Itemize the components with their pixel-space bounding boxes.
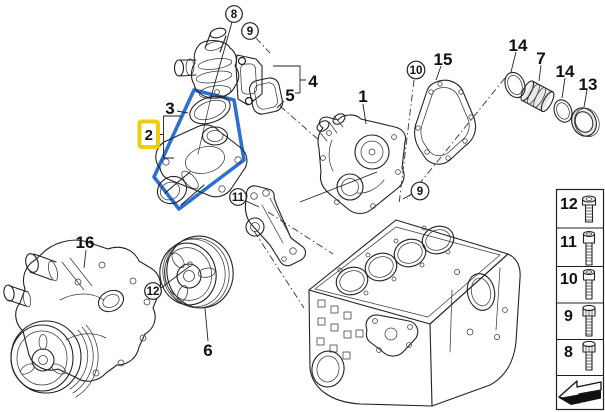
back-arrow-button[interactable] [558, 380, 602, 405]
svg-text:8[interactable]: 8 [231, 9, 238, 21]
svg-text:11[interactable]: 11 [560, 234, 577, 251]
sidebar-row-9[interactable]: 9 [564, 304, 596, 337]
callout-label-5[interactable]: 5 [285, 86, 294, 105]
callout-label-15[interactable]: 15 [434, 50, 453, 69]
callout-circle-9b[interactable]: 9 [410, 181, 430, 201]
cover-gasket-drawing [248, 77, 284, 115]
svg-text:9[interactable]: 9 [564, 308, 573, 325]
bolt-ribbed-head-icon [582, 340, 596, 371]
callout-label-3[interactable]: 3 [165, 99, 174, 118]
callout-circle-8[interactable]: 8 [225, 5, 243, 23]
svg-text:12[interactable]: 12 [560, 196, 578, 213]
bolt-socket-head-icon [582, 230, 596, 266]
callout-circle-10[interactable]: 10 [406, 60, 426, 80]
thermostat-housing-drawing [155, 21, 248, 206]
part-2-highlight-box[interactable]: 2 [137, 119, 160, 149]
sidebar-row-12[interactable]: 12 [560, 195, 597, 223]
callout-label-14b[interactable]: 14 [556, 62, 575, 81]
shaft-seal-drawing [571, 107, 600, 138]
fastener-callouts: 8 9 10 9 11 12 [144, 5, 430, 300]
bearing-sleeve-drawing [520, 80, 555, 113]
part-callout-labels: 1 3 4 5 6 7 13 14 14 15 16 [76, 36, 598, 360]
fastener-sidebar: 12 11 10 [555, 188, 605, 411]
sidebar-row-8[interactable]: 8 [564, 340, 596, 371]
callout-label-1[interactable]: 1 [358, 87, 367, 106]
svg-text:10[interactable]: 10 [560, 271, 578, 288]
callout-label-7[interactable]: 7 [536, 49, 545, 68]
water-pump-drawing [316, 113, 407, 215]
sidebar-row-10[interactable]: 10 [560, 268, 596, 300]
support-bracket-drawing [244, 185, 306, 267]
callout-circle-9[interactable]: 9 [241, 22, 259, 40]
o-ring-drawing [189, 95, 231, 125]
callout-bracket-4-5 [273, 65, 306, 109]
belt-pulley-drawing [159, 235, 234, 309]
callout-circle-11[interactable]: 11 [229, 188, 247, 206]
engine-block-drawing [308, 219, 521, 407]
svg-text:9[interactable]: 9 [417, 186, 423, 198]
seal-ring-drawing [504, 71, 526, 99]
svg-text:9[interactable]: 9 [247, 26, 253, 38]
coolant-pump-assembly-drawing [3, 239, 162, 398]
bolt-ribbed-head-icon [582, 304, 596, 337]
sidebar-row-11[interactable]: 11 [560, 230, 596, 266]
callout-label-13[interactable]: 13 [579, 75, 598, 94]
highlight-box-label[interactable]: 2 [145, 127, 153, 144]
callout-label-16[interactable]: 16 [76, 233, 95, 252]
selection-outline[interactable] [152, 88, 246, 211]
callout-circle-12[interactable]: 12 [144, 282, 162, 300]
back-arrow-shadow [559, 390, 601, 405]
svg-text:12[interactable]: 12 [147, 286, 160, 298]
callout-bracket-2-3 [157, 110, 189, 159]
svg-text:8[interactable]: 8 [564, 344, 573, 361]
callout-label-14a[interactable]: 14 [509, 36, 528, 55]
screw-pan-head-icon [581, 195, 597, 223]
pump-gasket-drawing [414, 79, 477, 165]
svg-text:10[interactable]: 10 [410, 65, 423, 77]
seal-ring-2-drawing [553, 99, 573, 123]
callout-label-4[interactable]: 4 [308, 72, 318, 91]
svg-text:11[interactable]: 11 [232, 192, 245, 204]
callout-label-6[interactable]: 6 [203, 341, 212, 360]
leader-lines [83, 37, 588, 342]
highlight-box-frame [137, 119, 160, 149]
bolt-socket-head-icon [582, 268, 596, 300]
